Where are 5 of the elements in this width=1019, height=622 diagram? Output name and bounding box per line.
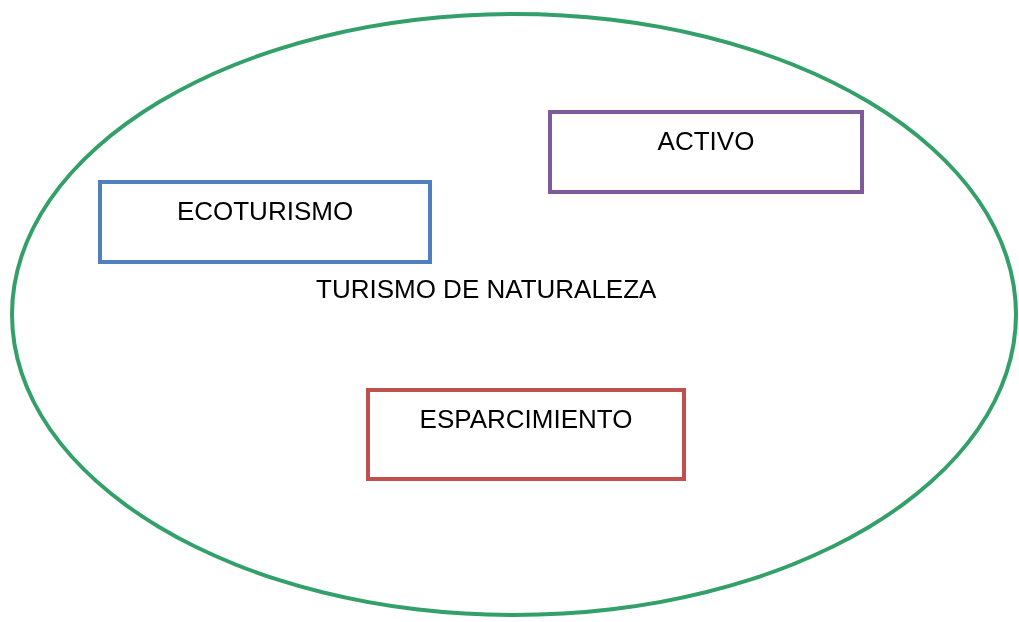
category-box: ECOTURISMO [98,180,432,264]
ellipse-shape [10,12,1018,617]
group-label: TURISMO DE NATURALEZA [316,274,657,305]
category-box: ACTIVO [548,110,864,194]
category-box: ESPARCIMIENTO [366,388,686,481]
